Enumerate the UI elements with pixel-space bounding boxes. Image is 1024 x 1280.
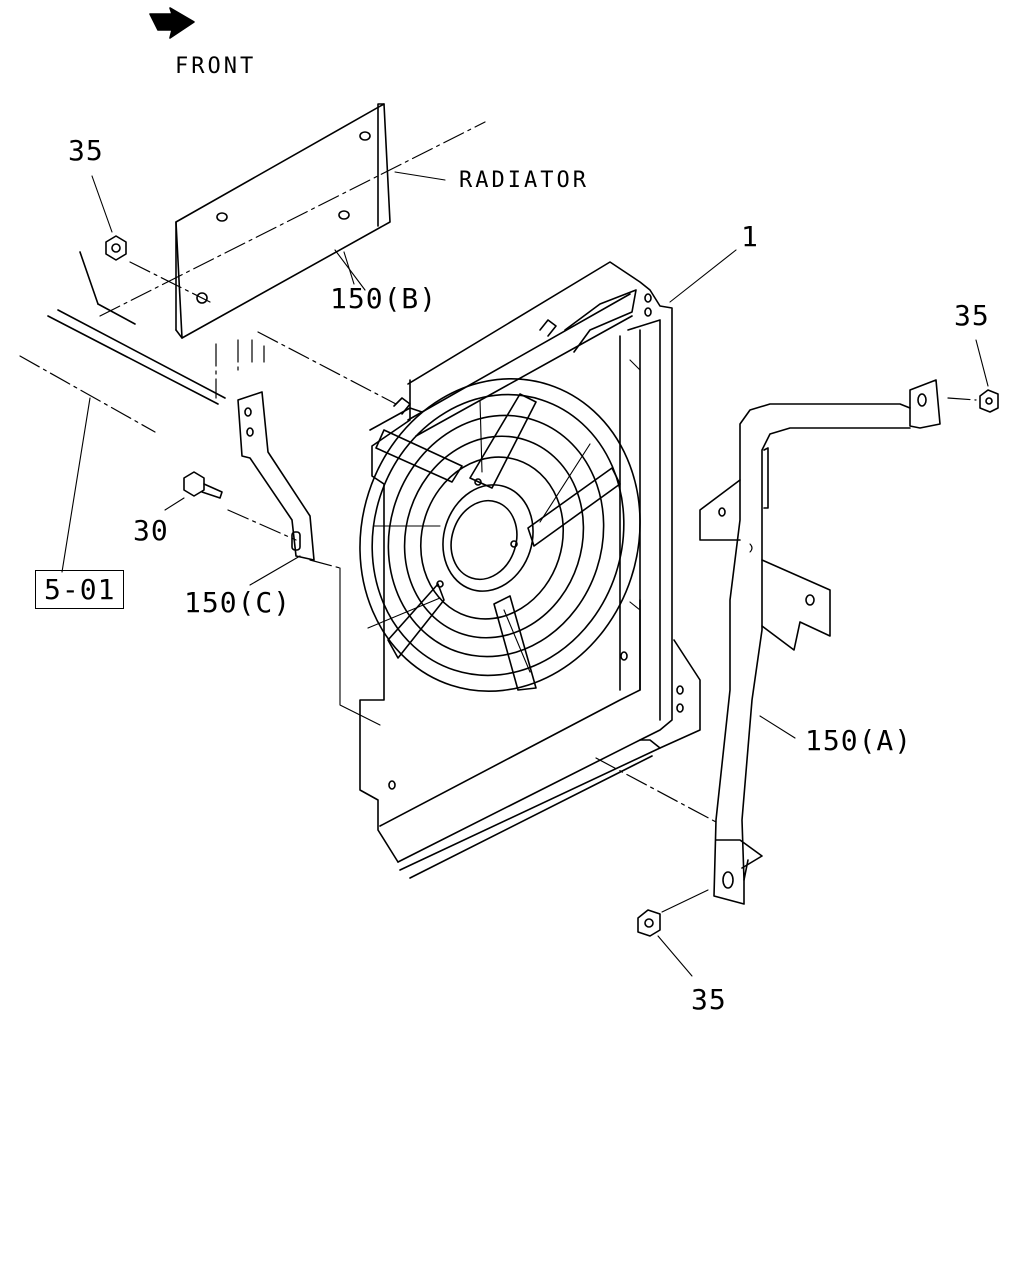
reference-5-01: 5-01 [35,570,125,609]
leader-150b [343,251,355,285]
radiator-label: RADIATOR [459,168,589,193]
fan-shroud-assembly [359,261,701,879]
part-number-150a: 150(A) [805,724,913,757]
assembly-line [257,331,397,405]
nut-35-top-left [91,175,211,303]
bolt-30 [164,471,297,541]
arrow-right-icon [149,7,195,39]
bracket-150a [595,379,941,905]
nut-35-right [947,339,999,413]
bracket-150c [237,391,381,726]
part-number-35-bottom: 35 [691,983,727,1016]
nut-35-bottom [637,889,709,977]
frame-member [19,251,226,573]
front-label: FRONT [175,54,257,79]
part-number-1: 1 [741,220,759,253]
part-number-150c: 150(C) [184,586,292,619]
bracket-150b [175,103,391,399]
leader-part-1 [669,249,737,303]
part-number-35-right: 35 [954,299,990,332]
fan-guard [359,377,641,693]
part-number-150b: 150(B) [330,282,438,315]
part-number-35-top-left: 35 [68,134,104,167]
part-number-30: 30 [133,514,169,547]
radiator-reference-line [99,121,486,317]
